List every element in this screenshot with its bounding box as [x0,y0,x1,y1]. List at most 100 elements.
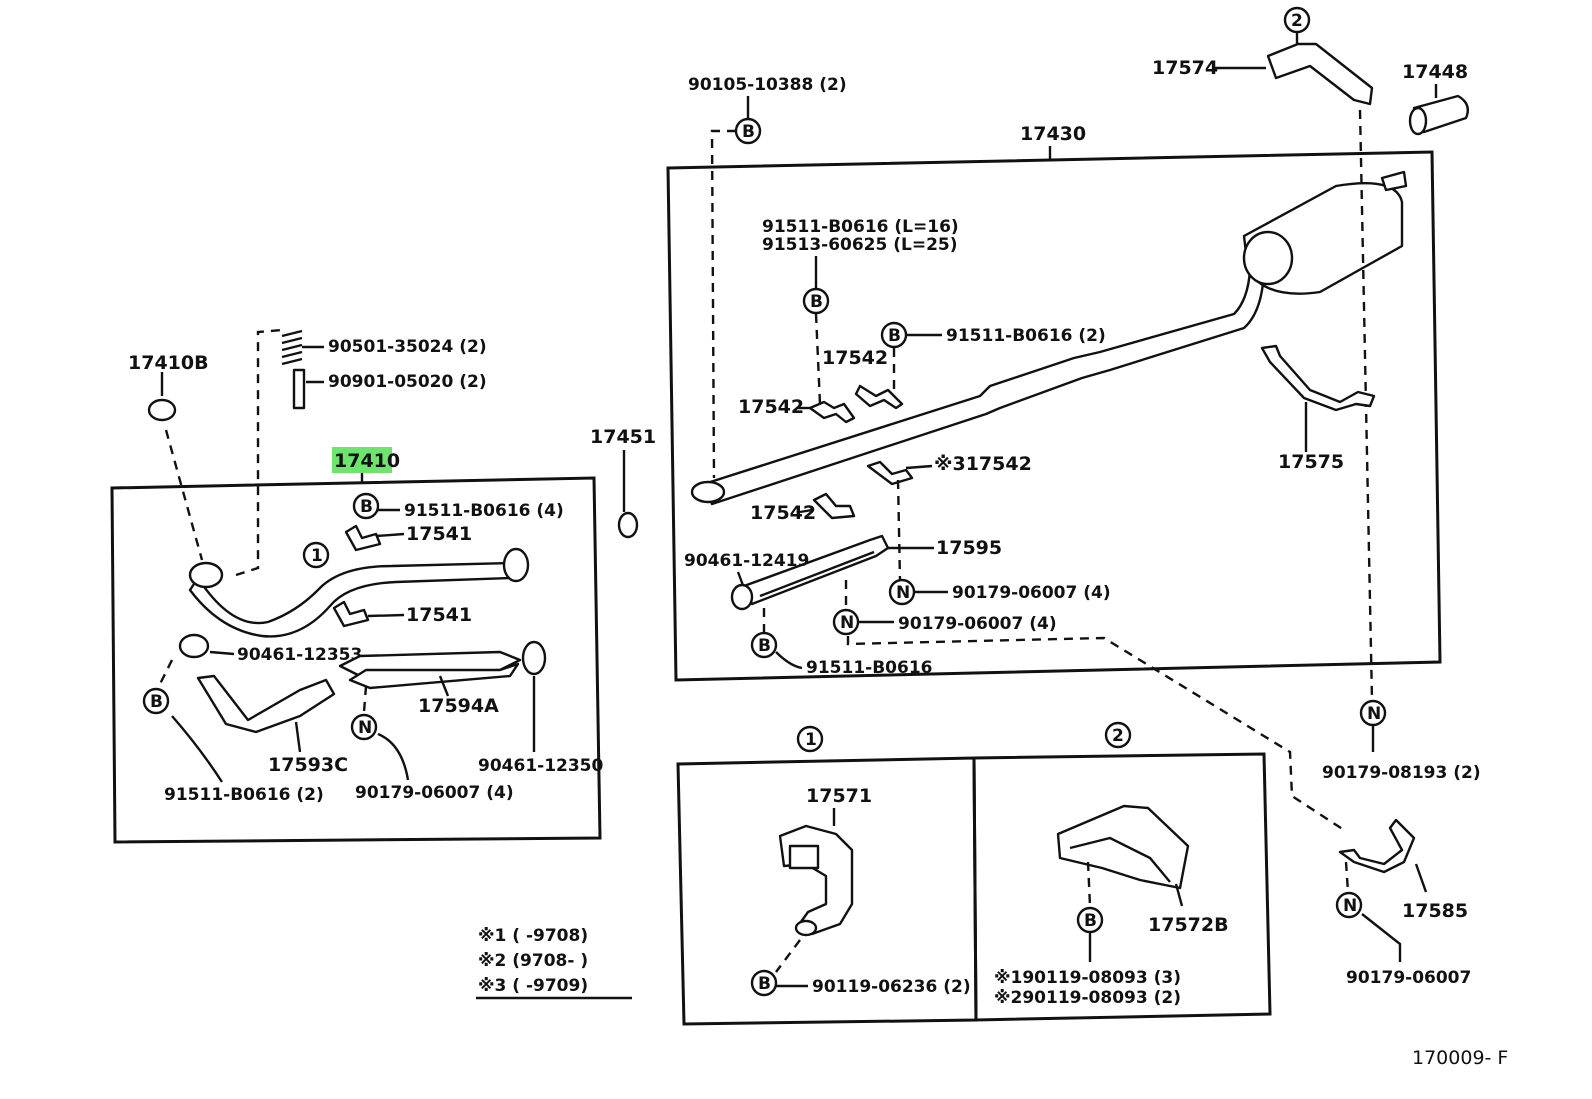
callout-N [350,713,378,741]
part-90461-12353-label[interactable]: 90461-12353 [237,645,362,665]
callout-B [1076,906,1104,934]
callout-B-letter: B [1084,911,1097,931]
hanger-17571-hole [788,844,820,870]
part-90179-06007-4-label[interactable]: 90179-06007 (4) [355,783,514,803]
part-17448-label[interactable]: 17448 [1402,61,1468,83]
callout-B [352,492,380,520]
leader [375,532,405,538]
part-17571-label[interactable]: 17571 [806,785,872,807]
callout-B-letter: B [150,692,163,712]
nut-90461-12419 [730,583,754,611]
hanger-17571-eye [794,919,818,937]
part-17593C-label[interactable]: 17593C [268,754,348,776]
part-17430-label[interactable]: 17430 [1020,123,1086,145]
part-17451-label[interactable]: 17451 [590,426,656,448]
bracket-17542-c [866,460,914,486]
gasket-17410B [147,398,177,422]
leader [377,732,410,781]
callout-N-letter: N [896,583,910,603]
front-pipe-frame [110,476,602,844]
part-90119-2-label[interactable]: ※290119-08093 (2) [994,988,1181,1008]
part-17575-label[interactable]: 17575 [1278,451,1344,473]
part-91511-2b-label[interactable]: 91511-B0616 (2) [946,326,1106,346]
callout-B [802,287,830,315]
part-91511-4-label[interactable]: 91511-B0616 (4) [404,501,564,521]
bracket-17542-a [854,384,904,410]
part-90461-12350-label[interactable]: 90461-12350 [478,756,604,776]
part-17594A-label[interactable]: 17594A [418,695,499,717]
part-17574-label[interactable]: 17574 [1152,57,1218,79]
part-91511-L16-label[interactable]: 91511-B0616 (L=16) [762,217,959,237]
part-17542-c-label[interactable]: ※317542 [934,453,1032,475]
insulator-17594A-lower [348,662,520,690]
callout-1-number: 1 [805,730,817,750]
part-17585-label[interactable]: 17585 [1402,900,1468,922]
part-90119-3-label[interactable]: ※190119-08093 (3) [994,968,1181,988]
front-pipe-group: 17410 17410B 90501-35024 (2) 90901-05020… [110,328,604,844]
bracket-17541-lower [332,600,370,628]
part-17541-lower-label[interactable]: 17541 [406,604,472,626]
bracket-17542-d [812,492,856,520]
part-17410B-label[interactable]: 17410B [128,352,209,374]
part-17542-d-label[interactable]: 17542 [750,502,816,524]
leader [775,651,803,670]
part-17542-b-label[interactable]: 17542 [738,396,804,418]
part-17410-label[interactable]: 17410 [334,450,400,472]
hanger-17585-group: 17585 N 90179-06007 [1335,818,1471,988]
part-90179-08193-label[interactable]: 90179-08193 (2) [1322,763,1481,783]
tail-pipe-frame [666,150,1442,682]
part-90461-12419-label[interactable]: 90461-12419 [684,551,809,571]
dashed-leader [156,659,174,689]
callout-1 [302,541,330,569]
part-90501-label[interactable]: 90501-35024 (2) [328,337,487,357]
figure-code: 170009- F [1412,1047,1508,1069]
clamp-90461-12350 [521,640,547,676]
part-90901-label[interactable]: 90901-05020 (2) [328,372,487,392]
rear-flange [502,547,530,583]
hanger-17585 [1338,818,1416,874]
callout-B-letter: B [810,292,823,312]
callout-2 [1104,721,1132,749]
part-90179-4b-label[interactable]: 90179-06007 (4) [952,583,1111,603]
note-1: ※1 ( -9708) [478,926,588,946]
callout-N-letter: N [1343,896,1357,916]
dashed-leader [1344,861,1350,893]
part-17542-a-label[interactable]: 17542 [822,347,888,369]
dashed-leader [814,313,822,405]
part-17541-upper-label[interactable]: 17541 [406,523,472,545]
dashed-leader [846,636,1345,832]
tail-tip [1380,170,1408,192]
dashed-leader [1086,861,1092,907]
detail-box-1: 1 17571 B 90119-06236 (2) [676,725,978,1026]
callout-N-letter: N [358,718,372,738]
leader [799,508,813,514]
highlight-marker [332,447,392,473]
leader [294,721,302,753]
part-90179-4c-label[interactable]: 90179-06007 (4) [898,614,1057,634]
part-90105-label[interactable]: 90105-10388 (2) [688,75,847,95]
dashed-leader [775,939,801,973]
front-pipe-flange [188,561,224,589]
exhaust-pipe-group: 17430 90105-10388 (2) B 91511-B0616 (L=1… [666,75,1442,832]
tail-tip-17448 [1412,94,1469,134]
callout-N [1359,699,1387,727]
part-91513-L25-label[interactable]: 91513-60625 (L=25) [762,235,958,255]
part-90119-06236-label[interactable]: 90119-06236 (2) [812,977,971,997]
callout-2-number: 2 [1291,11,1303,31]
detail-box-2-frame [972,752,1272,1022]
part-17595-label[interactable]: 17595 [936,537,1002,559]
hanger-17574 [1266,42,1374,106]
part-91511-2-label[interactable]: 91511-B0616 (2) [164,785,324,805]
dashed-leader [896,479,902,581]
callout-N [1335,891,1363,919]
leader [438,675,450,697]
part-90179-06007-label[interactable]: 90179-06007 [1346,968,1471,988]
part-91511-b-label[interactable]: 91511-B0616 [806,658,932,678]
bracket-17541-upper [344,524,382,552]
bolt-90901 [292,368,306,410]
callout-1 [796,725,824,753]
part-17572B-label[interactable]: 17572B [1148,914,1229,936]
hanger-17572B-detail [1069,836,1171,883]
leader [1414,863,1428,893]
